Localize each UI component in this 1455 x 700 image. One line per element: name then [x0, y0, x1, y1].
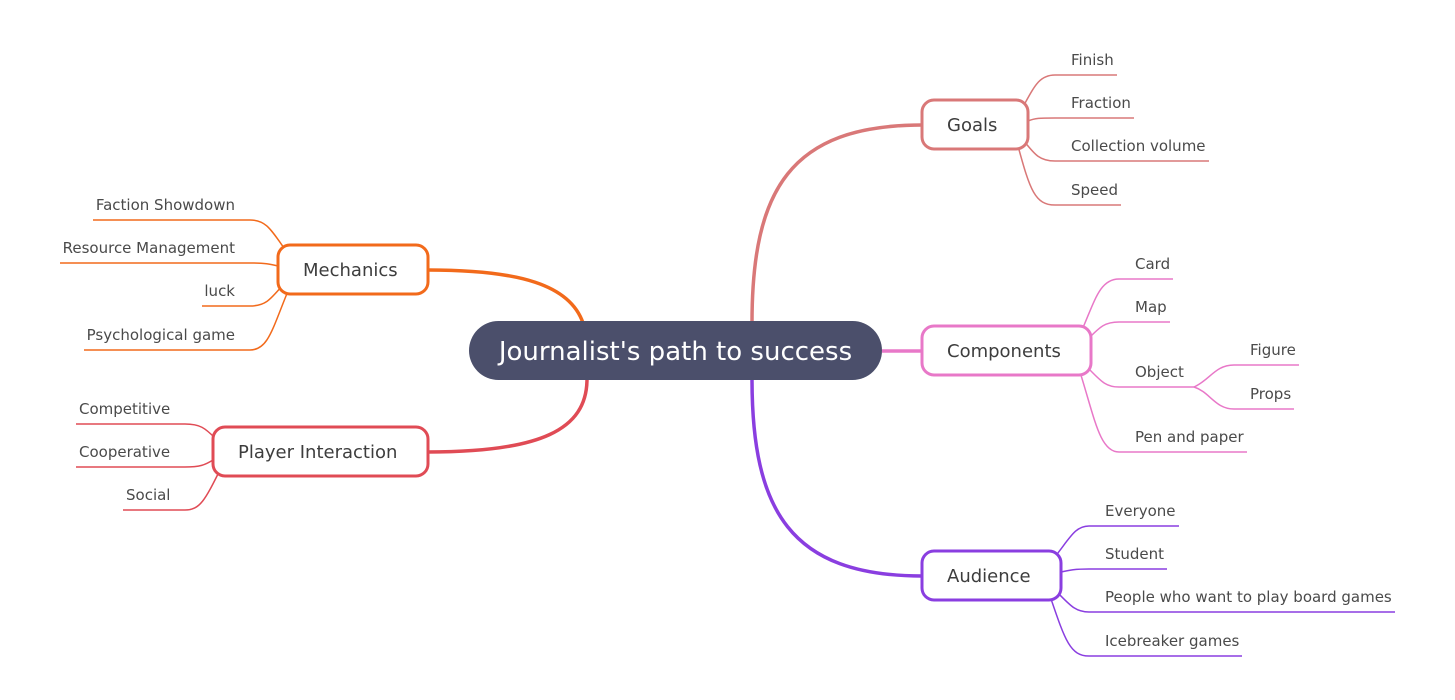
mechanics-leaf-luck[interactable]: luck	[204, 282, 235, 300]
components-leaf-object[interactable]: Object	[1135, 363, 1184, 381]
components-node-label: Components	[947, 341, 1061, 362]
components-leaf-connector	[1087, 367, 1194, 388]
mechanics-leaf-connector	[60, 262, 279, 267]
goals-leaf-finish[interactable]: Finish	[1071, 51, 1114, 69]
connector-mechanics	[427, 268, 585, 324]
mechanics-branch	[60, 219, 289, 351]
audience-leaf-connector	[1060, 568, 1167, 573]
goals-leaf-connector	[1017, 145, 1121, 206]
goals-leaf-fraction[interactable]: Fraction	[1071, 94, 1131, 112]
mechanics-leaf-connector	[93, 219, 285, 249]
components-leaf-connector	[1079, 371, 1247, 453]
mechanics-leaf-connector	[84, 290, 289, 351]
mechanics-leaf-resource-management[interactable]: Resource Management	[63, 239, 235, 257]
player-interaction-leaf-social[interactable]: Social	[126, 486, 170, 504]
components-node[interactable]: Components	[920, 324, 1093, 377]
audience-leaf-connector	[1049, 595, 1242, 657]
goals-leaf-speed[interactable]: Speed	[1071, 181, 1118, 199]
connector-audience	[750, 378, 923, 578]
central-topic[interactable]: Journalist's path to success	[469, 321, 882, 380]
goals-leaf-connector	[1023, 74, 1117, 106]
object-child-figure[interactable]: Figure	[1250, 341, 1296, 359]
player-interaction-leaf-connector	[76, 459, 214, 468]
components-branch	[1079, 278, 1299, 453]
audience-leaf-icebreaker[interactable]: Icebreaker games	[1105, 632, 1240, 650]
audience-leaf-everyone[interactable]: Everyone	[1105, 502, 1176, 520]
goals-leaf-connector	[1027, 117, 1134, 122]
audience-node-box	[920, 549, 1063, 602]
audience-leaf-student[interactable]: Student	[1105, 545, 1164, 563]
goals-node-box	[920, 98, 1030, 151]
object-child-connector	[1193, 386, 1294, 410]
central-topic-label: Journalist's path to success	[497, 337, 852, 367]
player-interaction-leaf-connector	[123, 469, 221, 511]
mechanics-leaf-connector	[202, 285, 283, 307]
player-interaction-leaf-competitive[interactable]: Competitive	[79, 400, 170, 418]
components-leaf-map[interactable]: Map	[1135, 298, 1167, 316]
object-child-props[interactable]: Props	[1250, 385, 1291, 403]
audience-node-label: Audience	[947, 566, 1031, 587]
connector-goals	[750, 123, 923, 324]
player-interaction-node-label: Player Interaction	[238, 442, 397, 463]
components-leaf-pen-and-paper[interactable]: Pen and paper	[1135, 428, 1244, 446]
components-leaf-connector	[1081, 278, 1173, 331]
goals-leaf-connector	[1023, 140, 1209, 162]
audience-leaf-board-games[interactable]: People who want to play board games	[1105, 588, 1392, 606]
audience-leaf-connector	[1053, 525, 1179, 559]
goals-node-label: Goals	[947, 115, 997, 136]
audience-node[interactable]: Audience	[920, 549, 1063, 602]
mechanics-leaf-psychological-game[interactable]: Psychological game	[87, 326, 235, 344]
components-leaf-card[interactable]: Card	[1135, 255, 1170, 273]
player-interaction-leaf-connector	[76, 423, 216, 439]
player-interaction-node-box	[211, 425, 430, 478]
goals-node[interactable]: Goals	[920, 98, 1030, 151]
mechanics-node[interactable]: Mechanics	[276, 243, 430, 296]
player-interaction-leaf-cooperative[interactable]: Cooperative	[79, 443, 170, 461]
components-node-box	[920, 324, 1093, 377]
player-interaction-node[interactable]: Player Interaction	[211, 425, 430, 478]
goals-leaf-collection-volume[interactable]: Collection volume	[1071, 137, 1206, 155]
mechanics-leaf-faction-showdown[interactable]: Faction Showdown	[96, 196, 235, 214]
mechanics-node-label: Mechanics	[303, 260, 398, 281]
connector-player-interaction	[427, 378, 589, 454]
components-leaf-connector	[1089, 321, 1170, 338]
central-topic-box	[469, 321, 882, 380]
object-child-connector	[1193, 364, 1299, 388]
mechanics-node-box	[276, 243, 430, 296]
goals-branch	[1017, 74, 1209, 206]
